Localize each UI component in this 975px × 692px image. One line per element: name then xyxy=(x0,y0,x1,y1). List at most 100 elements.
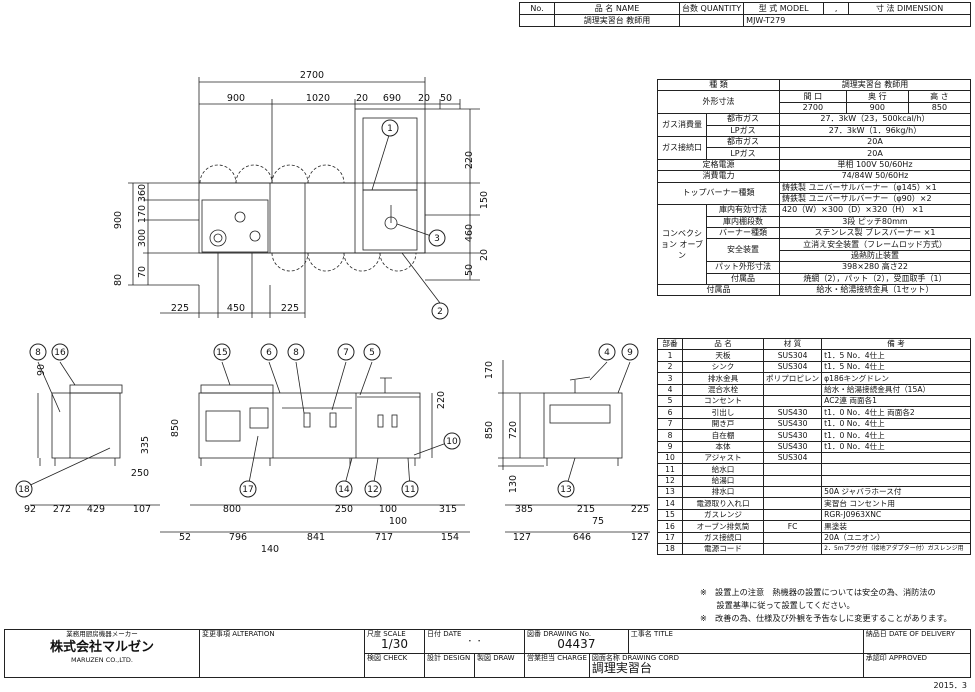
callout-16: 16 xyxy=(51,343,69,361)
part-note: t1．0 No．4仕上 xyxy=(821,440,971,453)
part-name: 電源コード xyxy=(682,543,764,556)
callout-12: 12 xyxy=(364,480,382,498)
part-no: 15 xyxy=(657,508,683,522)
side-b2-2: 127 xyxy=(631,532,649,543)
spec-oven-k1: 庫内棚段数 xyxy=(706,215,780,229)
scale-value: 1/30 xyxy=(381,637,408,651)
front-b2-4: 154 xyxy=(441,532,459,543)
part-name: 開き戸 xyxy=(682,417,764,431)
part-name: 混合水栓 xyxy=(682,383,764,396)
spec-oven-v1: 3段 ピッチ80mm xyxy=(778,215,972,229)
front-b1-1: 272 xyxy=(53,504,71,515)
side-b2-1: 646 xyxy=(573,532,591,543)
side-h-2: 850 xyxy=(484,421,495,439)
part-note xyxy=(821,451,971,465)
spec-acc2: 給水・給湯接続金具（1セット） xyxy=(778,284,972,297)
plan-sink-lower xyxy=(362,189,418,251)
spec-power: 単相 100V 50/60Hz xyxy=(778,158,972,172)
dim-top-2: 20 xyxy=(356,93,368,104)
dim-left-4: 70 xyxy=(137,266,148,278)
svg-text:6: 6 xyxy=(266,348,272,358)
dim-top-4: 20 xyxy=(418,93,430,104)
front-body xyxy=(198,392,421,459)
part-material xyxy=(762,543,823,556)
parts-head-note: 備 考 xyxy=(821,337,971,351)
part-note: AC2連 両面各1 xyxy=(821,394,971,408)
parts-head-name: 品 名 xyxy=(682,337,764,351)
part-note: 黒塗装 xyxy=(821,520,971,533)
spec-consumption-label: 消費電力 xyxy=(657,170,780,183)
approved-cell: 承認印 APPROVED xyxy=(862,653,972,678)
svg-text:16: 16 xyxy=(54,348,66,358)
spec-gas-conn-label: ガス接続口 xyxy=(657,135,707,160)
part-note: φ186キングドレン xyxy=(821,372,971,385)
date-label: 日付 DATE xyxy=(427,630,462,638)
spec-burner-label: トップバーナー種類 xyxy=(657,181,780,206)
dim-left-3: 300 xyxy=(137,229,148,247)
spec-acc: 焼網（2），パット（2），受皿取手（1） xyxy=(778,272,972,286)
svg-text:8: 8 xyxy=(293,348,299,358)
spec-oven-k2: バーナー種類 xyxy=(706,227,780,240)
dim-top-3: 690 xyxy=(383,93,401,104)
front-b2-3: 717 xyxy=(375,532,393,543)
spec-table: 種 類 調理実習台 教師用 外形寸法 間 口 奥 行 高 さ 2700 900 … xyxy=(657,78,972,297)
part-no: 7 xyxy=(657,417,683,431)
note-line-1: ※ 設置上の注意 熱機器の設置については安全の為、消防法の xyxy=(700,587,936,597)
callout-10: 10 xyxy=(443,432,461,450)
part-note: 2．5mプラグ付（接地アダプター付）ガスレンジ用 xyxy=(821,543,971,556)
front-b2-2: 841 xyxy=(307,532,325,543)
part-name: 天板 xyxy=(682,349,764,362)
design-cell: 設計 DESIGN xyxy=(424,653,475,678)
spec-safety-1: 立消え安全装置（フレームロッド方式） xyxy=(778,238,972,251)
part-no: 12 xyxy=(657,474,683,488)
svg-text:14: 14 xyxy=(338,485,350,495)
front-b1-0: 92 xyxy=(24,504,36,515)
front-b1-3: 107 xyxy=(133,504,151,515)
spec-acc-label: 付属品 xyxy=(706,272,780,286)
spec-lp-gas-1: LPガス xyxy=(706,124,780,137)
part-name: ガスレンジ xyxy=(682,508,764,522)
part-note: t1．0 No．4仕上 xyxy=(821,417,971,431)
year-label: 2015．3 xyxy=(933,681,967,690)
note-line-2: 設置基準に従って設置してください。 xyxy=(700,600,855,610)
title-cell: 工事名 TITLE xyxy=(627,629,864,654)
part-name: コンセント xyxy=(682,394,764,408)
part-material xyxy=(762,394,823,408)
spec-oven-label: コンベクション オーブン xyxy=(657,204,707,286)
part-no: 10 xyxy=(657,451,683,465)
front-b1-4: 800 xyxy=(223,504,241,515)
svg-text:13: 13 xyxy=(560,485,571,495)
dim-right-2: 460 xyxy=(464,224,475,242)
part-name: オーブン排気筒 xyxy=(682,520,764,533)
part-name: 給湯口 xyxy=(682,474,764,488)
side-b1-0: 385 xyxy=(515,504,533,515)
spec-gas-cons-label: ガス消費量 xyxy=(657,113,707,137)
dim-bottom-2: 225 xyxy=(281,303,299,314)
row-name: 調理実習台 教師用 xyxy=(554,14,680,27)
date-value: ・ ・ xyxy=(466,637,483,645)
callout-8-side: 8 xyxy=(29,343,47,361)
parts-head-no: 部番 xyxy=(657,337,683,351)
oven-window xyxy=(205,410,241,442)
part-material: SUS304 xyxy=(762,349,823,362)
part-name: 引出し xyxy=(682,406,764,419)
front-b1-6: 100 xyxy=(379,504,397,515)
svg-text:11: 11 xyxy=(404,485,415,495)
spec-outer-head-w: 間 口 xyxy=(778,90,847,103)
part-material: SUS304 xyxy=(762,451,823,465)
dim-left-5: 80 xyxy=(113,274,124,286)
side-h-3: 130 xyxy=(508,475,519,493)
spec-gas-conn-city: 20A xyxy=(778,135,972,149)
part-no: 16 xyxy=(657,520,683,533)
spec-safety-label: 安全装置 xyxy=(706,238,780,263)
part-no: 3 xyxy=(657,372,683,385)
dim-top-0: 900 xyxy=(227,93,245,104)
